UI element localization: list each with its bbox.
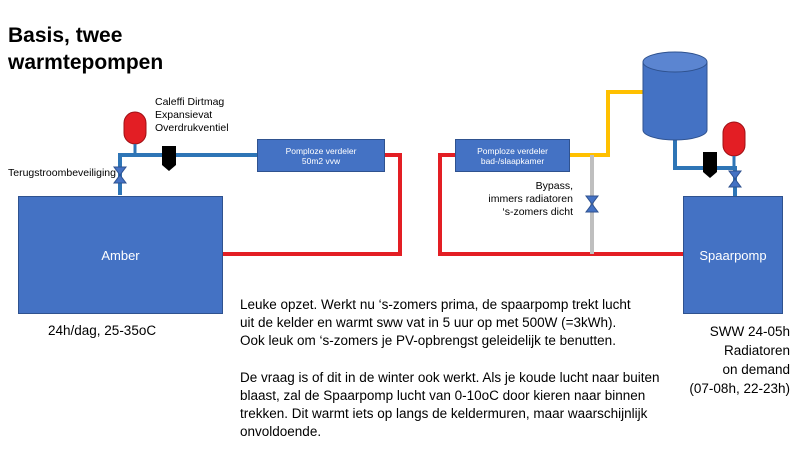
spaarpomp-heatpump: Spaarpomp xyxy=(683,196,783,314)
distributor-right: Pomploze verdeler bad-/slaapkamer xyxy=(455,139,570,172)
check-valve-right xyxy=(728,170,742,188)
distributor-right-line2: bad-/slaapkamer xyxy=(480,155,545,166)
caleffi-label: Caleffi Dirtmag Expansievat Overdrukvent… xyxy=(155,96,229,134)
expansion-vessel-left xyxy=(123,111,147,155)
distributor-right-line1: Pomploze verdeler xyxy=(477,145,548,156)
amber-heatpump: Amber xyxy=(18,196,223,314)
amber-caption: 24h/dag, 25-35oC xyxy=(48,323,157,338)
bypass-valve xyxy=(585,195,599,213)
yellow-pipe xyxy=(570,90,643,157)
hot-water-tank xyxy=(642,51,708,141)
terugstroom-label: Terugstroombeveiliging xyxy=(8,167,116,179)
note-paragraph-1: Leuke opzet. Werkt nu ‘s-zomers prima, d… xyxy=(240,297,631,348)
note-paragraph-2: De vraag is of dit in de winter ook werk… xyxy=(240,370,660,439)
check-valve-left xyxy=(113,166,127,184)
distributor-left-line1: Pomploze verdeler xyxy=(285,145,357,156)
distributor-left-line2: 50m2 vvw xyxy=(301,155,341,166)
relief-valve-right xyxy=(703,152,717,178)
spaarpomp-caption: SWW 24-05h Radiatoren on demand (07-08h,… xyxy=(689,324,790,396)
return-pipe-right xyxy=(438,153,683,256)
bypass-label: Bypass, immers radiatoren ‘s-zomers dich… xyxy=(488,180,573,218)
expansion-vessel-right xyxy=(722,121,746,157)
spaarpomp-label: Spaarpomp xyxy=(699,247,767,263)
return-pipe-left xyxy=(223,153,402,256)
distributor-left: Pomploze verdeler 50m2 vvw xyxy=(257,139,385,172)
supply-pipe-left xyxy=(118,153,257,195)
relief-valve-left xyxy=(162,146,176,171)
amber-label: Amber xyxy=(101,247,140,263)
page-title: Basis, twee warmtepompen xyxy=(8,24,164,74)
